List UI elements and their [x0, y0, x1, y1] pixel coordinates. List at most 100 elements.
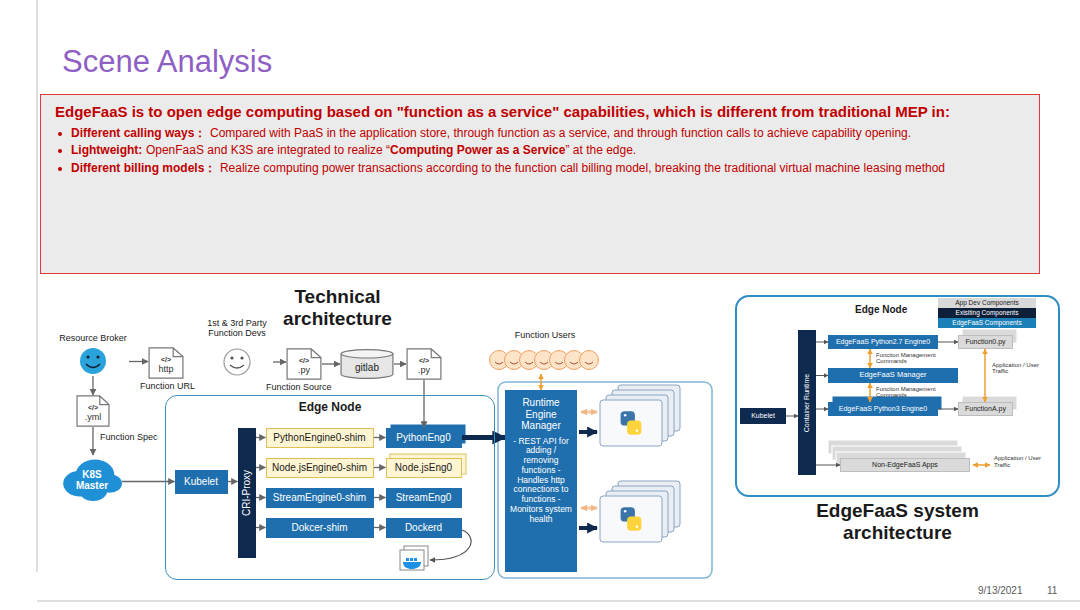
dispatch-arrow — [579, 430, 597, 434]
user-smile — [555, 362, 563, 364]
connector — [540, 374, 542, 390]
dispatch-arrow — [579, 526, 597, 530]
connector — [92, 376, 93, 395]
summary-heading: EdgeFaaS is to open edge computing based… — [55, 101, 1025, 123]
summary-box: EdgeFaaS is to open edge computing based… — [40, 94, 1040, 274]
node-text: 1st & 3rd Party Function Devs — [201, 318, 273, 339]
connector — [92, 427, 93, 455]
eye — [240, 356, 243, 359]
node-text: FunctionA.py — [965, 405, 1006, 413]
connector — [462, 435, 506, 440]
connector — [938, 409, 958, 410]
process-box: Kubelet — [175, 470, 228, 494]
face — [80, 348, 106, 374]
user-smile — [525, 362, 533, 364]
app-box: Non-EdgeFaaS Apps — [840, 458, 970, 472]
node-text: EdgeFaaS Manager — [859, 371, 926, 380]
node-text: Edge Node — [855, 304, 907, 316]
node-text: .yml — [85, 412, 102, 422]
connector — [374, 527, 386, 528]
node-text: Non-EdgeFaaS Apps — [872, 461, 938, 469]
connector — [256, 497, 266, 498]
connector — [394, 363, 406, 364]
connector — [816, 342, 828, 343]
node-text: Kubelet — [184, 476, 218, 488]
user-face — [580, 351, 599, 370]
manager-box: EdgeFaaS Manager — [828, 368, 958, 383]
docker-whale — [410, 558, 413, 561]
face — [224, 349, 250, 375]
node-text: Kubelet — [751, 412, 775, 420]
node-text: EdgeFaaS Python2.7 Engine0 — [836, 338, 930, 346]
actor-group: Function Users — [486, 330, 604, 374]
node-text: Dockerd — [405, 522, 442, 534]
node-text: </> — [299, 357, 309, 365]
node-text: http — [158, 364, 173, 374]
summary-text: OpenFaaS and K3S are integrated to reali… — [146, 143, 390, 157]
legend-swatch: EdgeFaaS Components — [938, 318, 1036, 328]
engine-box: StreamEng0 — [386, 488, 462, 508]
shim-box: Dokcer-shim — [266, 518, 374, 538]
summary-text: Compared with PaaS in the application st… — [210, 126, 911, 140]
node-text: CRI-Proxy — [241, 469, 253, 515]
connector — [256, 467, 266, 468]
edge-label: Application / User Traffic — [992, 362, 1052, 376]
user-smile — [495, 362, 503, 364]
code-file-icon: </>http — [148, 347, 184, 379]
connector — [374, 497, 386, 498]
slide-rule — [37, 601, 1080, 602]
label-text: Function URL — [140, 381, 195, 391]
connector — [786, 416, 798, 417]
user-smile — [510, 362, 518, 364]
smile — [86, 364, 100, 368]
engine-box: EdgeFaaS Python3 Engine0 — [828, 402, 938, 416]
node-text: </> — [419, 357, 429, 365]
connector — [869, 349, 871, 368]
summary-text: Computing Power as a Service — [390, 143, 565, 157]
node-text: Function0.py — [965, 338, 1005, 346]
docker-whale — [406, 558, 409, 561]
label-text: Technical architecture — [270, 286, 405, 330]
node-text: Container Runtime — [803, 373, 811, 431]
connector — [938, 342, 958, 343]
broker-face — [80, 348, 106, 374]
doc-part — [287, 349, 321, 379]
function-box: FunctionA.py — [958, 402, 1013, 416]
label-text: 9/13/2021 — [978, 585, 1023, 597]
engine-box: PythonEng0 — [386, 428, 462, 448]
node-text: PythonEng0 — [396, 432, 451, 444]
engine-box: EdgeFaaS Python2.7 Engine0 — [828, 335, 938, 349]
code-file-icon: </>.yml — [76, 395, 110, 427]
node-text: Edge Node — [166, 401, 494, 415]
legend-text: Exisiting Components — [938, 308, 1036, 318]
connector — [816, 409, 828, 410]
container-card — [600, 496, 662, 542]
traffic-arrow — [581, 507, 597, 510]
node-text: StreamEngine0-shim — [273, 492, 366, 504]
eye — [86, 355, 89, 358]
node-text: Dokcer-shim — [291, 522, 347, 534]
connector — [322, 363, 340, 364]
python-logo — [621, 411, 642, 434]
eye — [230, 356, 233, 359]
traffic-arrow — [581, 411, 597, 414]
connector — [256, 527, 266, 528]
legend-swatch: Exisiting Components — [938, 308, 1036, 318]
shim-box: StreamEngine0-shim — [266, 488, 374, 508]
user-smile — [585, 362, 593, 364]
connector — [984, 349, 986, 402]
node-text: gitlab — [355, 362, 379, 374]
user-smile — [570, 362, 578, 364]
connector — [869, 383, 871, 402]
label-text: Function Source — [266, 382, 332, 392]
doc-part — [311, 349, 321, 358]
edge-label: Function Management Commands — [876, 352, 948, 366]
container-page — [400, 550, 424, 570]
connector — [374, 437, 386, 438]
cyl-part — [341, 350, 393, 358]
engine-box: Dockerd — [386, 518, 462, 538]
slide-title: Scene Analysis — [62, 44, 272, 80]
summary-text: Different billing models： — [71, 161, 216, 175]
node-text: StreamEng0 — [396, 492, 452, 504]
summary-text: Lightweight: — [71, 143, 142, 157]
